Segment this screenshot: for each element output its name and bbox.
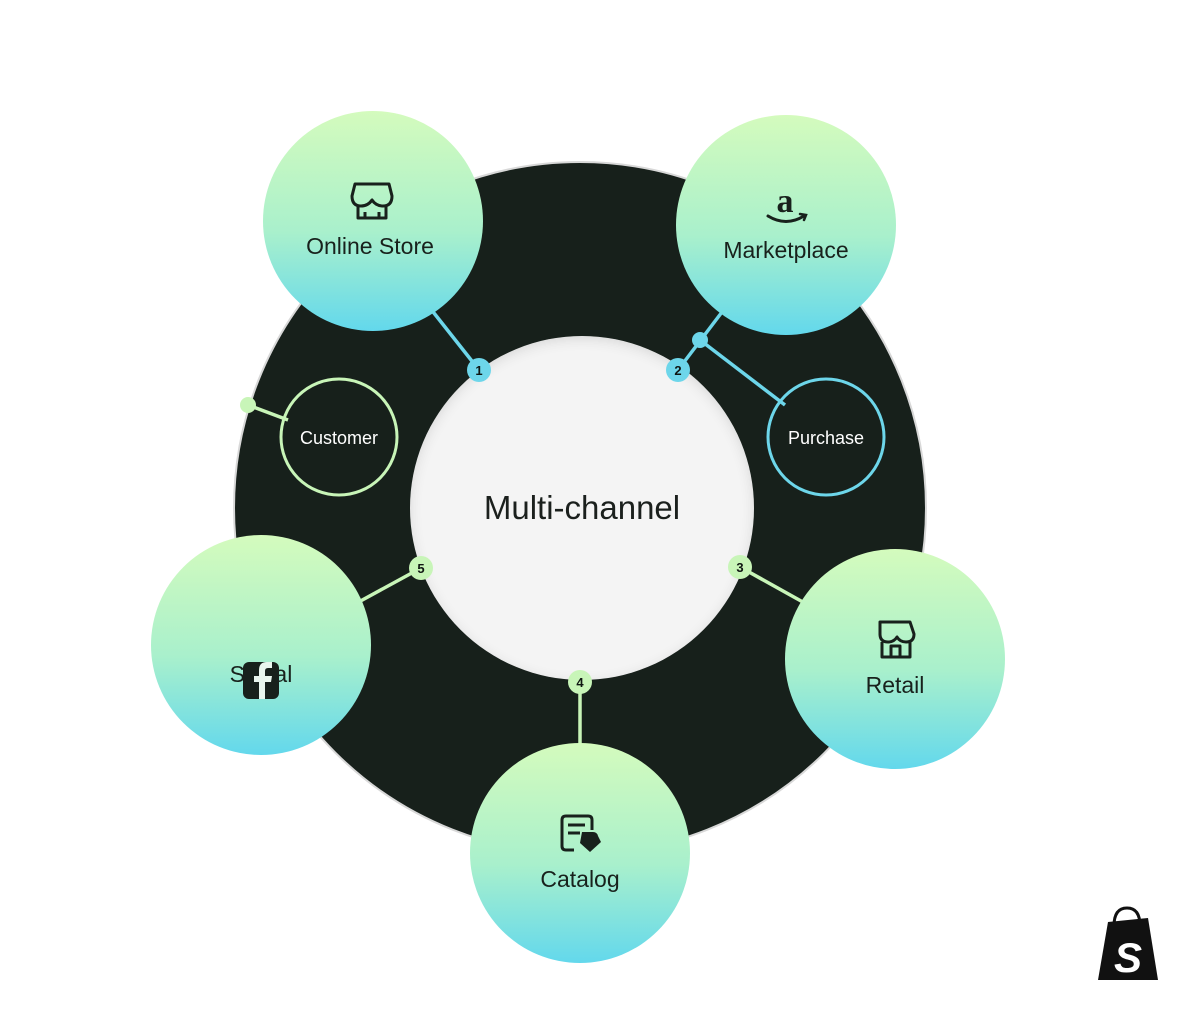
badge-4: 4 xyxy=(568,670,592,694)
node-retail: Retail xyxy=(785,549,1005,769)
badge-4-number: 4 xyxy=(576,675,584,690)
purchase-circle xyxy=(766,377,886,497)
badge-1-number: 1 xyxy=(475,363,482,378)
customer-label: Customer xyxy=(300,428,378,448)
node-label-marketplace: Marketplace xyxy=(723,237,848,263)
node-catalog: Catalog xyxy=(470,743,690,963)
connector-3 xyxy=(739,565,811,608)
badge-1: 1 xyxy=(467,358,491,382)
badge-2: 2 xyxy=(666,358,690,382)
connector-1 xyxy=(428,306,481,372)
catalog-tag-shape xyxy=(580,832,601,852)
node-marketplace: a Marketplace xyxy=(676,115,896,335)
customer-circle xyxy=(279,377,399,497)
node-online-store: Online Store xyxy=(263,111,483,331)
badge-5-number: 5 xyxy=(417,561,424,576)
badge-2-number: 2 xyxy=(674,363,681,378)
center-label: Multi-channel xyxy=(484,489,680,526)
purchase-label: Purchase xyxy=(788,428,864,448)
node-social: Social xyxy=(151,535,371,755)
connector-purchase xyxy=(698,338,787,407)
purchase-dot xyxy=(692,332,708,348)
amazon-logo-icon: a xyxy=(766,183,808,223)
connector-5 xyxy=(354,566,422,606)
facebook-icon xyxy=(243,662,279,699)
badge-3: 3 xyxy=(728,555,752,579)
node-label-catalog: Catalog xyxy=(540,866,619,892)
customer-dot xyxy=(240,397,256,413)
badge-3-number: 3 xyxy=(736,560,743,575)
center-circle xyxy=(410,336,754,680)
node-label-retail: Retail xyxy=(866,672,925,698)
node-label-online-store: Online Store xyxy=(306,233,434,259)
svg-text:a: a xyxy=(777,183,794,220)
catalog-tag-icon xyxy=(560,814,594,852)
shopify-logo-letter: S xyxy=(1114,934,1142,981)
shopify-bag-icon: S xyxy=(1098,906,1158,981)
storefront-icon xyxy=(350,182,394,220)
shop-icon xyxy=(878,620,916,659)
badge-5: 5 xyxy=(409,556,433,580)
